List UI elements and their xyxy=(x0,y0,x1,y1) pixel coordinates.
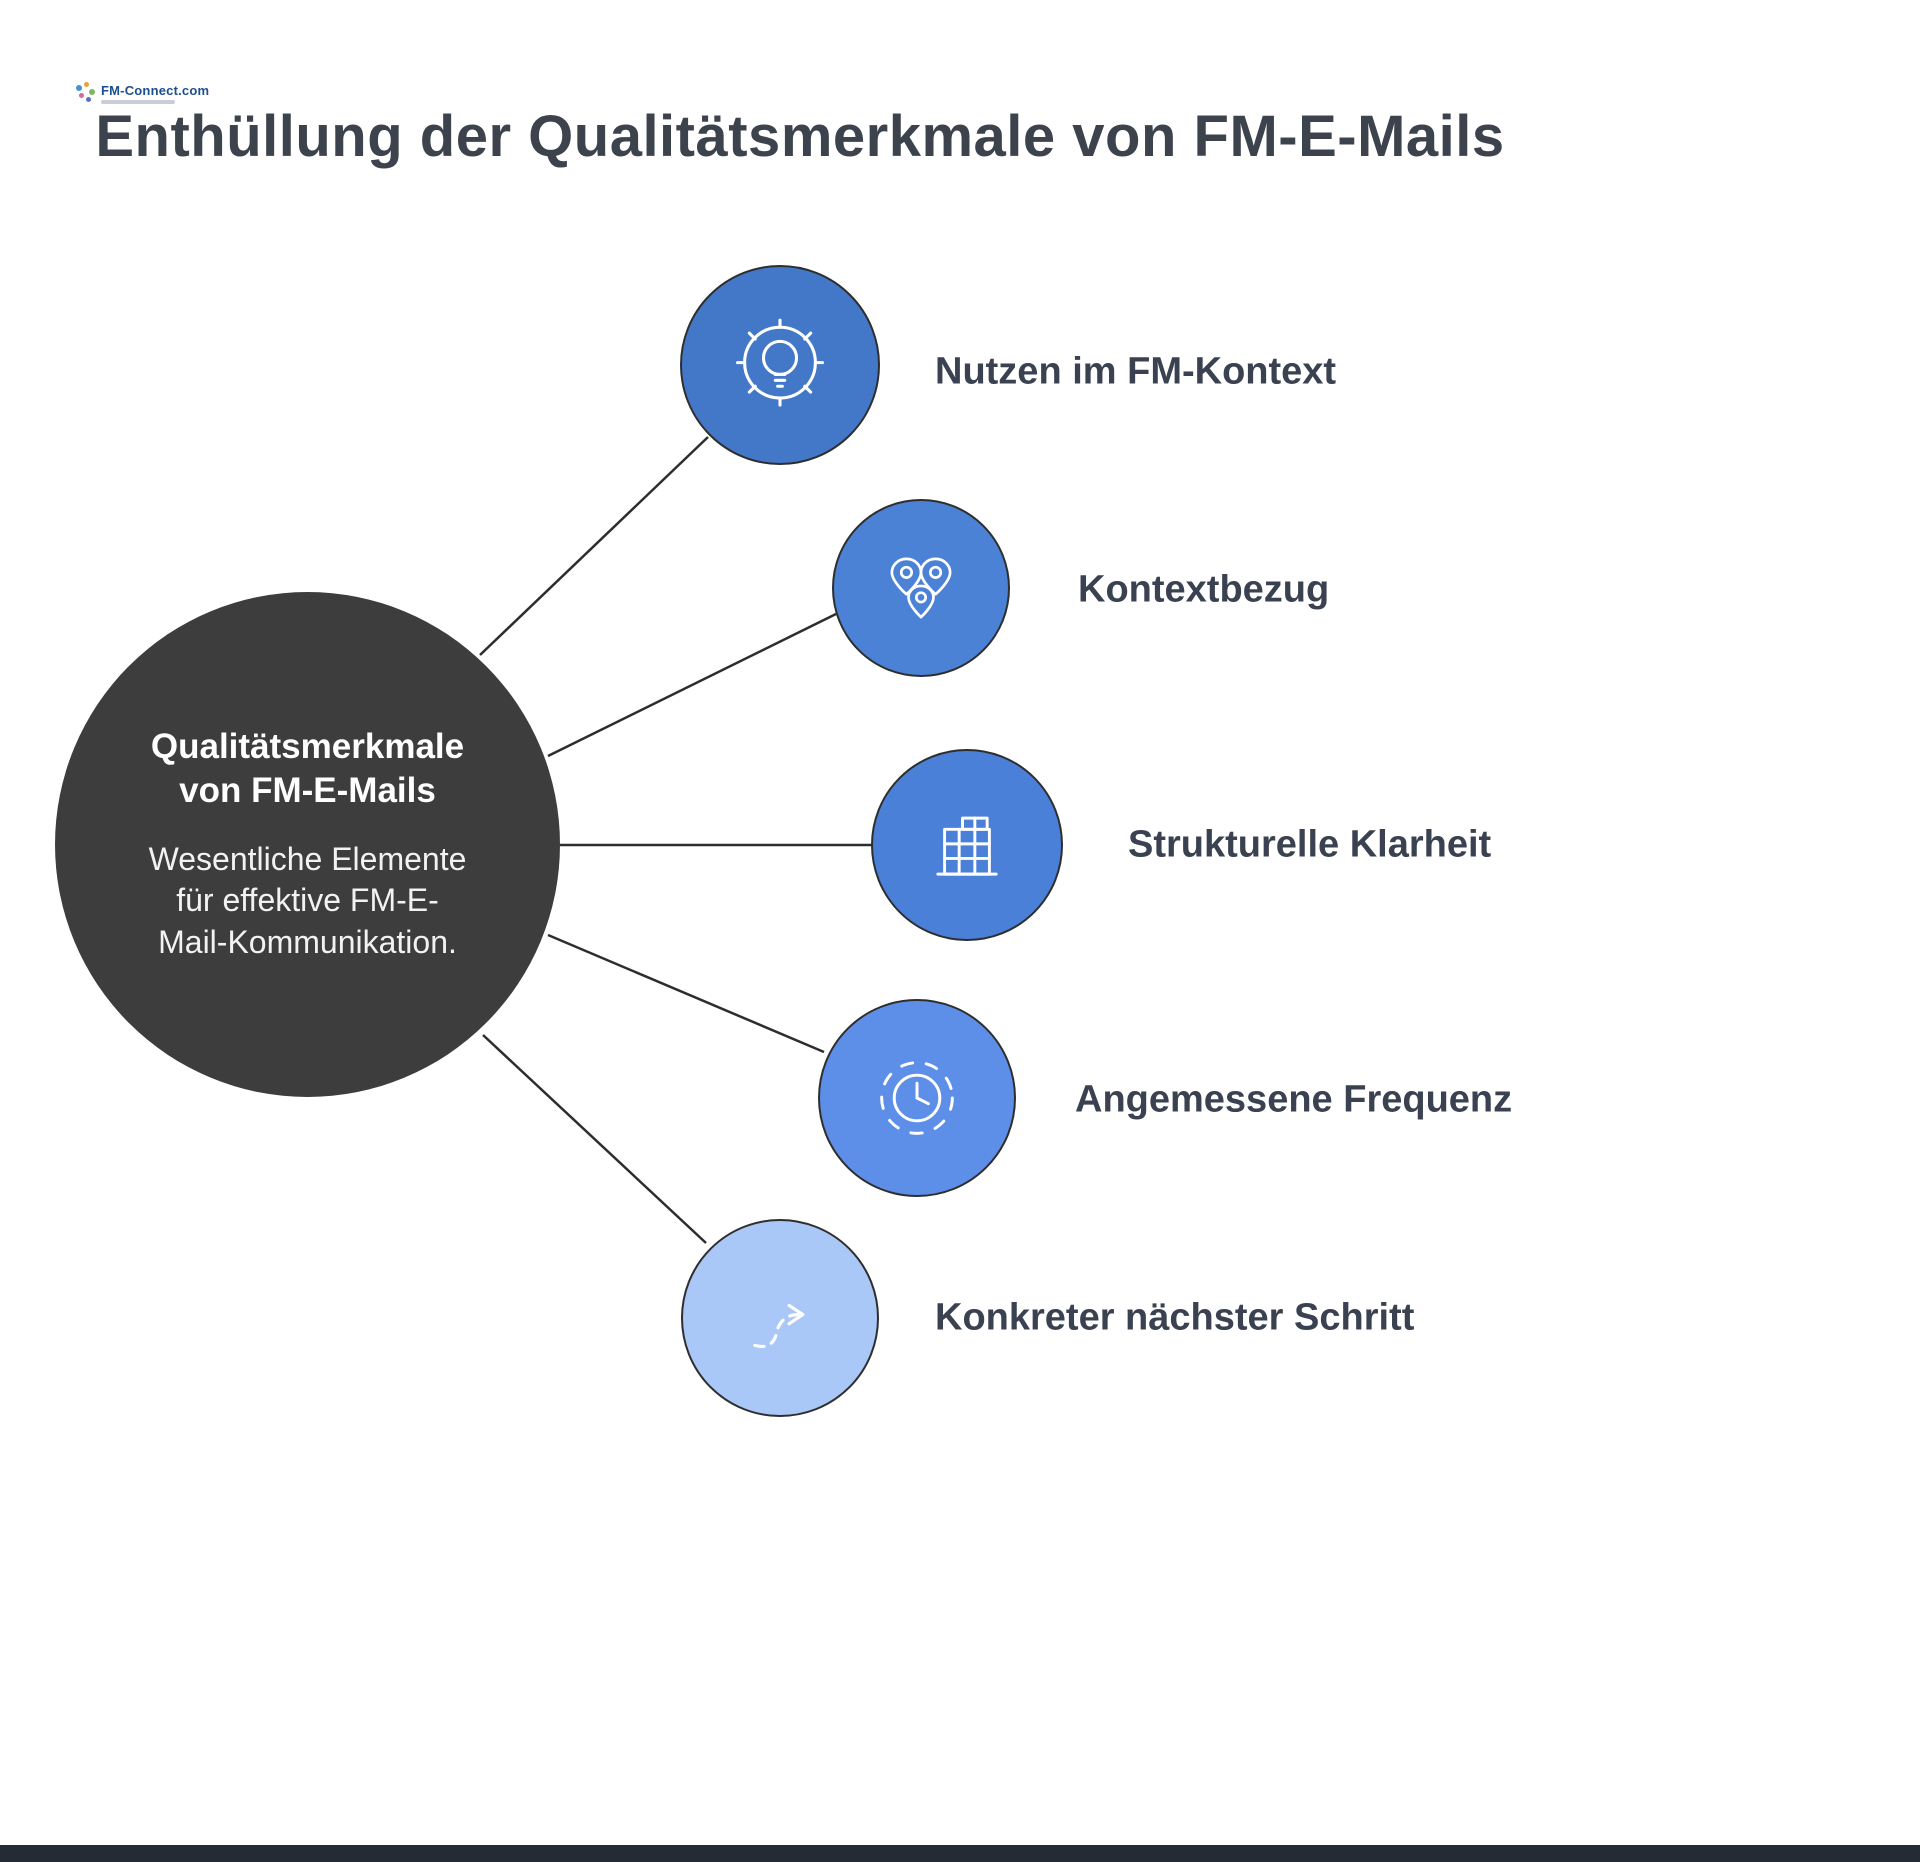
node-kontextbezug xyxy=(832,499,1010,677)
footer-bar xyxy=(0,1845,1920,1862)
page-title: Enthüllung der Qualitätsmerkmale von FM-… xyxy=(95,104,1505,169)
node-label-angemessene-frequenz: Angemessene Frequenz xyxy=(1075,1078,1513,1121)
logo-dots-icon xyxy=(74,82,96,104)
logo-tagline xyxy=(101,99,175,104)
node-label-strukturelle-klarheit: Strukturelle Klarheit xyxy=(1128,823,1492,866)
map-pins-icon xyxy=(869,536,973,640)
node-angemessene-frequenz xyxy=(818,999,1016,1197)
center-node-title: Qualitätsmerkmale von FM-E-Mails xyxy=(150,727,465,811)
node-label-konkreter-schritt: Konkreter nächster Schritt xyxy=(935,1296,1415,1339)
logo-text: FM-Connect.com xyxy=(101,82,210,98)
center-node-subtitle: Wesentliche Elemente für effektive FM-E-… xyxy=(148,840,467,961)
center-node: Qualitätsmerkmale von FM-E-Mails Wesentl… xyxy=(55,592,560,1097)
node-label-kontextbezug: Kontextbezug xyxy=(1078,568,1330,611)
dashed-arrow-icon xyxy=(723,1261,837,1375)
node-label-nutzen: Nutzen im FM-Kontext xyxy=(935,350,1337,393)
node-konkreter-naechster-schritt xyxy=(681,1219,879,1417)
node-nutzen-im-fm-kontext xyxy=(680,265,880,465)
node-strukturelle-klarheit xyxy=(871,749,1063,941)
clock-icon xyxy=(860,1041,974,1155)
building-icon xyxy=(911,789,1023,901)
fm-connect-logo: FM-Connect.com xyxy=(74,82,209,104)
gear-lightbulb-icon xyxy=(721,306,839,424)
